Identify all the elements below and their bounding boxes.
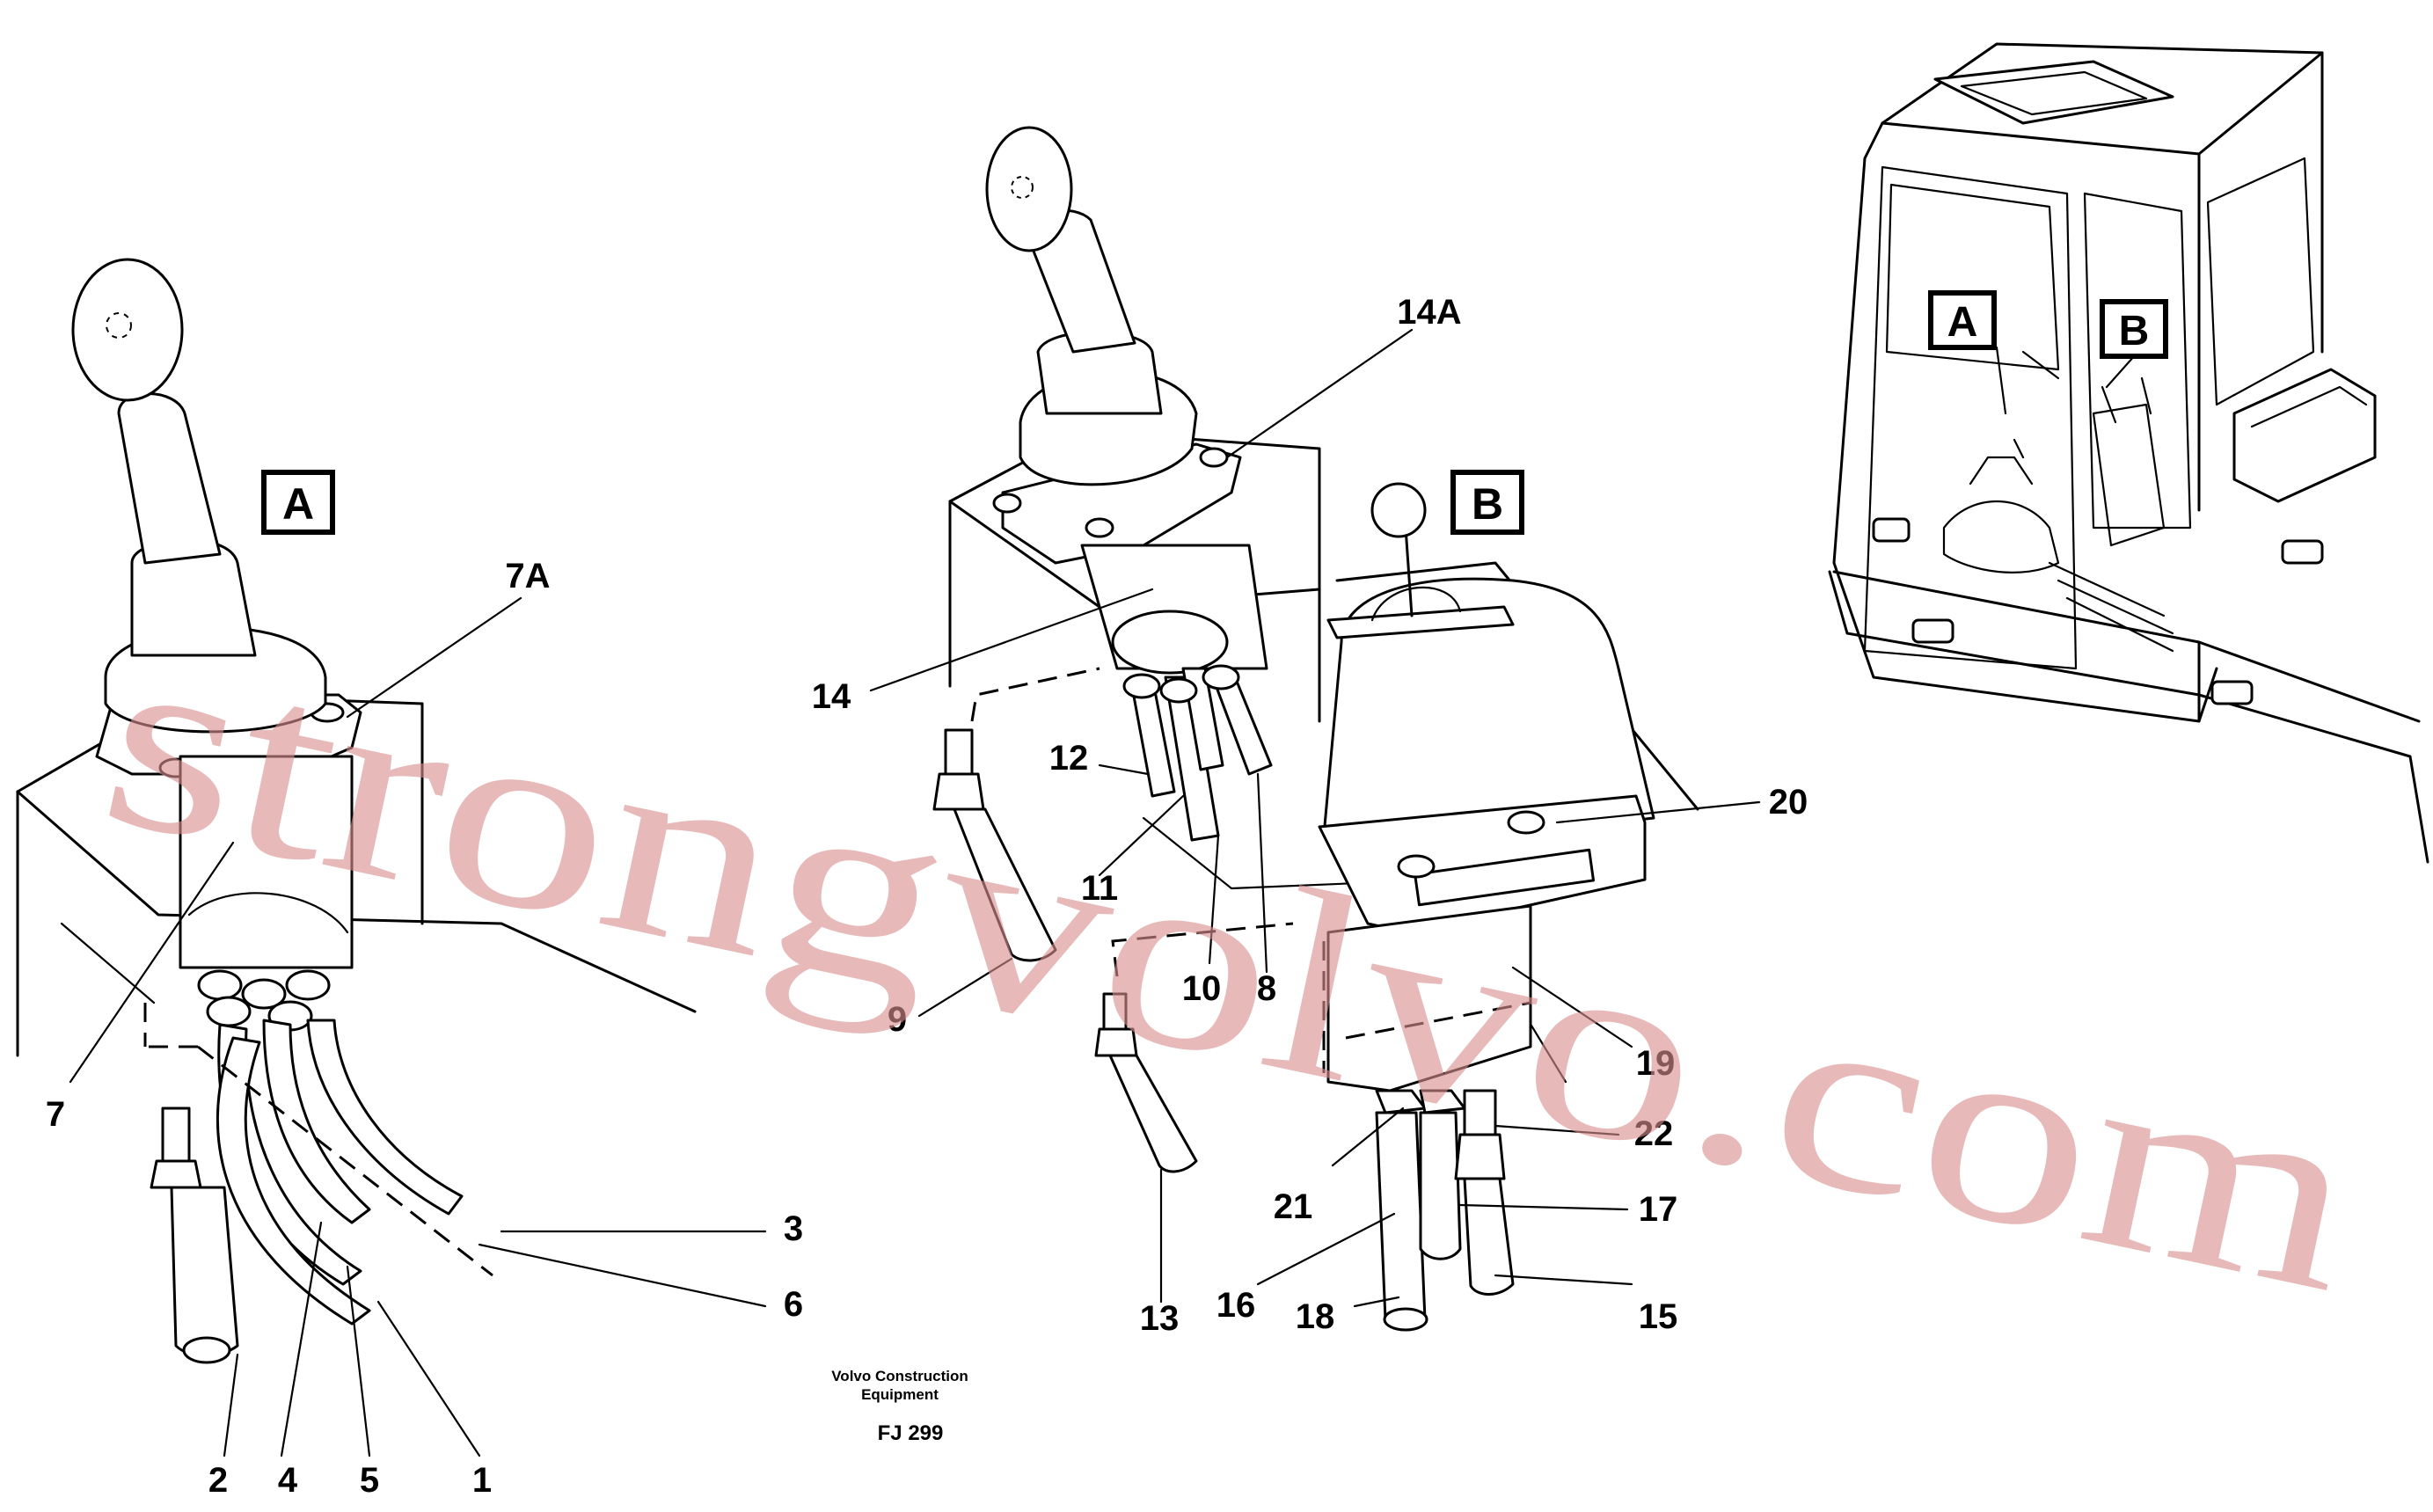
view-marker-b: B (1450, 470, 1524, 535)
callout-14a: 14A (1397, 293, 1461, 332)
callout-2: 2 (208, 1461, 228, 1500)
callout-6: 6 (784, 1285, 803, 1324)
callout-13: 13 (1140, 1299, 1180, 1338)
callout-labels: 7A 7 3 6 2 4 5 1 14A 14 12 11 10 8 9 13 … (46, 293, 1808, 1500)
lever-box-b-drawing (1318, 482, 1699, 1332)
leader-lines (69, 328, 2144, 1457)
view-marker-a: A (261, 470, 335, 535)
figure-footer: Volvo Construction Equipment FJ 299 (831, 1368, 968, 1445)
brand-line-2: Equipment (861, 1386, 939, 1403)
callout-18: 18 (1296, 1297, 1335, 1336)
view-marker-b-label: B (1472, 479, 1503, 529)
callout-11: 11 (1081, 869, 1118, 908)
callout-15: 15 (1639, 1297, 1678, 1336)
inset-marker-b: B (2100, 299, 2168, 359)
joystick-a-drawing (16, 258, 697, 1364)
port-nuts-a (197, 969, 331, 1032)
callout-8: 8 (1257, 969, 1276, 1008)
view-marker-a-label: A (282, 479, 314, 529)
callout-3: 3 (784, 1209, 803, 1248)
callout-20: 20 (1769, 783, 1808, 822)
callout-7a: 7A (505, 557, 550, 595)
callout-4: 4 (278, 1461, 298, 1500)
callout-17: 17 (1639, 1190, 1678, 1229)
callout-22: 22 (1634, 1114, 1674, 1153)
callout-19: 19 (1636, 1044, 1676, 1083)
cab-inset-drawing (1828, 42, 2429, 864)
inset-marker-a: A (1928, 290, 1997, 350)
callout-5: 5 (360, 1461, 379, 1500)
callout-1: 1 (472, 1461, 492, 1500)
callout-7: 7 (46, 1095, 65, 1134)
callout-10: 10 (1182, 969, 1222, 1008)
inset-marker-a-label: A (1947, 299, 1978, 346)
figure-id: FJ 299 (878, 1421, 944, 1445)
callout-21: 21 (1274, 1187, 1313, 1226)
callout-16: 16 (1216, 1286, 1256, 1325)
joystick-b-drawing (932, 126, 1567, 1173)
callout-12: 12 (1049, 739, 1089, 778)
inset-marker-b-label: B (2119, 308, 2150, 354)
callout-9: 9 (888, 1000, 907, 1039)
brand-line-1: Volvo Construction (831, 1368, 968, 1384)
callout-14: 14 (812, 677, 851, 716)
